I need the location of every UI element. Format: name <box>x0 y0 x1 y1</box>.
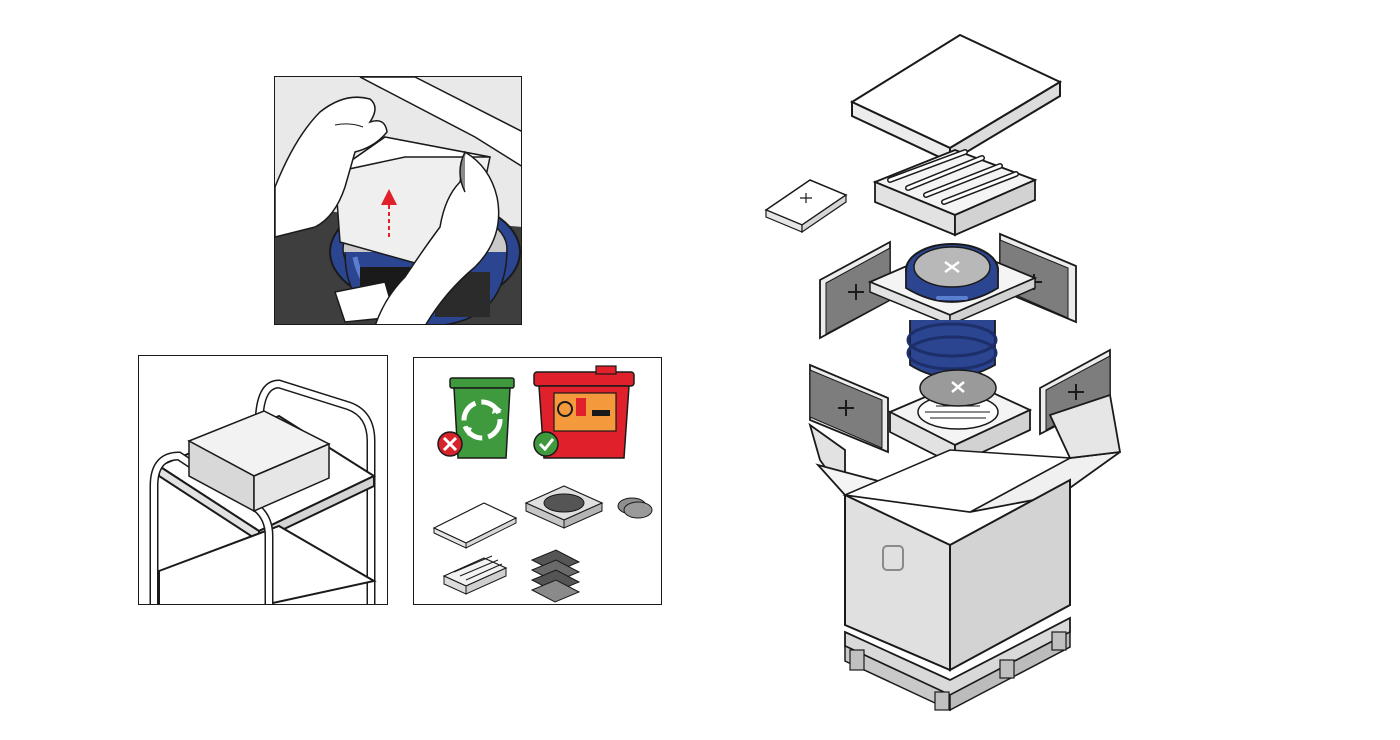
side-panel-stack-icon <box>530 549 581 603</box>
foam-insert-icon <box>872 149 1038 237</box>
step-remove-liner-panel <box>274 76 522 325</box>
side-panel-icon-lower-left <box>809 363 889 454</box>
exploded-packaging-view <box>750 20 1150 720</box>
box-icon <box>187 410 331 513</box>
recycle-bin-icon <box>449 377 515 459</box>
lift-arrow-icon <box>381 189 397 237</box>
lid-panel-icon <box>432 502 518 549</box>
foam-disc-icon <box>617 497 653 519</box>
gloved-hand-icon <box>275 96 388 238</box>
label-card-icon <box>764 179 848 234</box>
lid-panel-icon <box>849 33 1063 164</box>
step-dispose-packaging-panel <box>413 357 662 605</box>
biohazard-bin-icon <box>533 365 635 459</box>
step-place-on-cart-panel <box>138 355 388 605</box>
rack-insert-icon <box>442 555 508 595</box>
foam-insert-icon <box>524 485 604 529</box>
container-icon <box>905 243 999 379</box>
check-mark-icon <box>533 431 559 457</box>
cross-mark-icon <box>437 431 463 457</box>
shipping-box-icon <box>808 393 1122 672</box>
gloved-hand-icon-right <box>374 150 500 324</box>
pallet-icon <box>844 616 1071 712</box>
lower-foam-base-icon <box>887 369 1033 467</box>
